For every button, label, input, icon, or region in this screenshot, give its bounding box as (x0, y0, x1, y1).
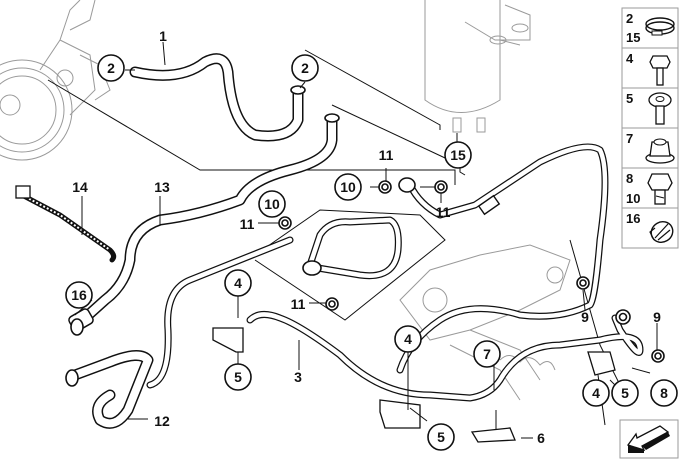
callout-number: 5 (621, 385, 629, 401)
callout-4c[interactable]: 4 (582, 379, 610, 407)
legend-item-clip[interactable]: 16 (626, 211, 677, 246)
banjo-bolt-icon (647, 173, 673, 205)
callout-11c[interactable]: 11 (379, 147, 394, 163)
sealing-rings (278, 180, 665, 363)
callout-10b[interactable]: 10 (334, 173, 362, 201)
callout-13[interactable]: 13 (154, 179, 170, 195)
callout-number: 7 (483, 346, 491, 362)
callout-number: 14 (72, 179, 88, 195)
callout-11b[interactable]: 11 (291, 296, 306, 312)
callout-number: 2 (107, 60, 115, 76)
callout-number: 9 (581, 309, 589, 325)
callout-number: 10 (340, 179, 356, 195)
callout-number: 5 (437, 429, 445, 445)
callout-number: 11 (240, 216, 255, 232)
callout-2a[interactable]: 2 (97, 54, 125, 82)
callout-number: 13 (154, 179, 170, 195)
callout-15[interactable]: 15 (444, 141, 472, 169)
callout-9a[interactable]: 9 (581, 309, 589, 325)
callout-2b[interactable]: 2 (291, 54, 319, 82)
power-steering-pump (0, 0, 111, 161)
callout-14[interactable]: 14 (72, 179, 88, 195)
hex-bolt-icon (649, 55, 671, 86)
callout-3[interactable]: 3 (294, 369, 302, 385)
cable-tie-14 (15, 185, 117, 263)
legend-number: 8 (626, 171, 633, 186)
front-direction-arrow-icon (619, 419, 679, 459)
callout-number: 9 (653, 309, 661, 325)
callout-7[interactable]: 7 (473, 340, 501, 368)
callout-12[interactable]: 12 (154, 413, 170, 429)
callout-11a[interactable]: 11 (240, 216, 255, 232)
callout-6[interactable]: 6 (537, 430, 545, 446)
callout-number: 8 (660, 385, 668, 401)
callout-number: 4 (404, 331, 412, 347)
line-part-3 (246, 311, 644, 402)
callout-number: 2 (301, 60, 309, 76)
callout-number: 1 (159, 28, 167, 44)
hose-part-1 (129, 53, 306, 142)
callout-1[interactable]: 1 (159, 28, 167, 44)
legend-item-clamp[interactable]: 2 15 (626, 11, 675, 45)
legend-item-banjo[interactable]: 8 10 (626, 171, 673, 206)
callout-5b[interactable]: 5 (427, 423, 455, 451)
hose-clamp-icon (645, 17, 675, 36)
callout-number: 3 (294, 369, 302, 385)
brackets (212, 327, 616, 443)
line-part-12 (65, 350, 154, 429)
steering-rack (399, 244, 571, 401)
legend-number: 10 (626, 191, 640, 206)
leader-lines (47, 49, 621, 386)
legend-number: 15 (626, 30, 640, 45)
callout-4b[interactable]: 4 (394, 325, 422, 353)
legend-item-nut[interactable]: 7 (626, 131, 675, 164)
legend-number: 5 (626, 91, 633, 106)
callout-8[interactable]: 8 (650, 379, 678, 407)
parts-legend: 2 15 4 5 7 (621, 7, 679, 249)
callout-11d[interactable]: 11 (436, 204, 451, 220)
legend-number: 4 (626, 51, 634, 66)
callout-number: 11 (379, 147, 394, 163)
hose-part-13 (79, 113, 340, 324)
legend-number: 7 (626, 131, 633, 146)
callout-number: 4 (234, 275, 242, 291)
callout-number: 11 (436, 204, 451, 220)
return-line (146, 236, 294, 389)
callout-5a[interactable]: 5 (224, 363, 252, 391)
callout-number: 16 (71, 287, 87, 303)
button-head-screw-icon (648, 92, 672, 125)
callout-number: 4 (592, 385, 600, 401)
fluid-reservoir (424, 0, 531, 133)
legend-item-bolt[interactable]: 4 (626, 51, 671, 86)
legend-item-screw[interactable]: 5 (626, 91, 672, 125)
callout-10a[interactable]: 10 (258, 190, 286, 218)
callout-9b[interactable]: 9 (653, 309, 661, 325)
callout-number: 10 (264, 196, 280, 212)
legend-number: 2 (626, 11, 633, 26)
callout-number: 11 (291, 296, 306, 312)
callout-4a[interactable]: 4 (224, 269, 252, 297)
pipe-loop (302, 216, 402, 280)
callout-number: 15 (450, 147, 466, 163)
callout-16[interactable]: 16 (65, 281, 93, 309)
hose-clip-icon (649, 221, 674, 243)
callout-5c[interactable]: 5 (611, 379, 639, 407)
callout-number: 5 (234, 369, 242, 385)
callout-number: 12 (154, 413, 170, 429)
legend-number: 16 (626, 211, 640, 226)
hex-flange-nut-icon (645, 138, 675, 164)
feed-line (396, 143, 609, 374)
callout-number: 6 (537, 430, 545, 446)
